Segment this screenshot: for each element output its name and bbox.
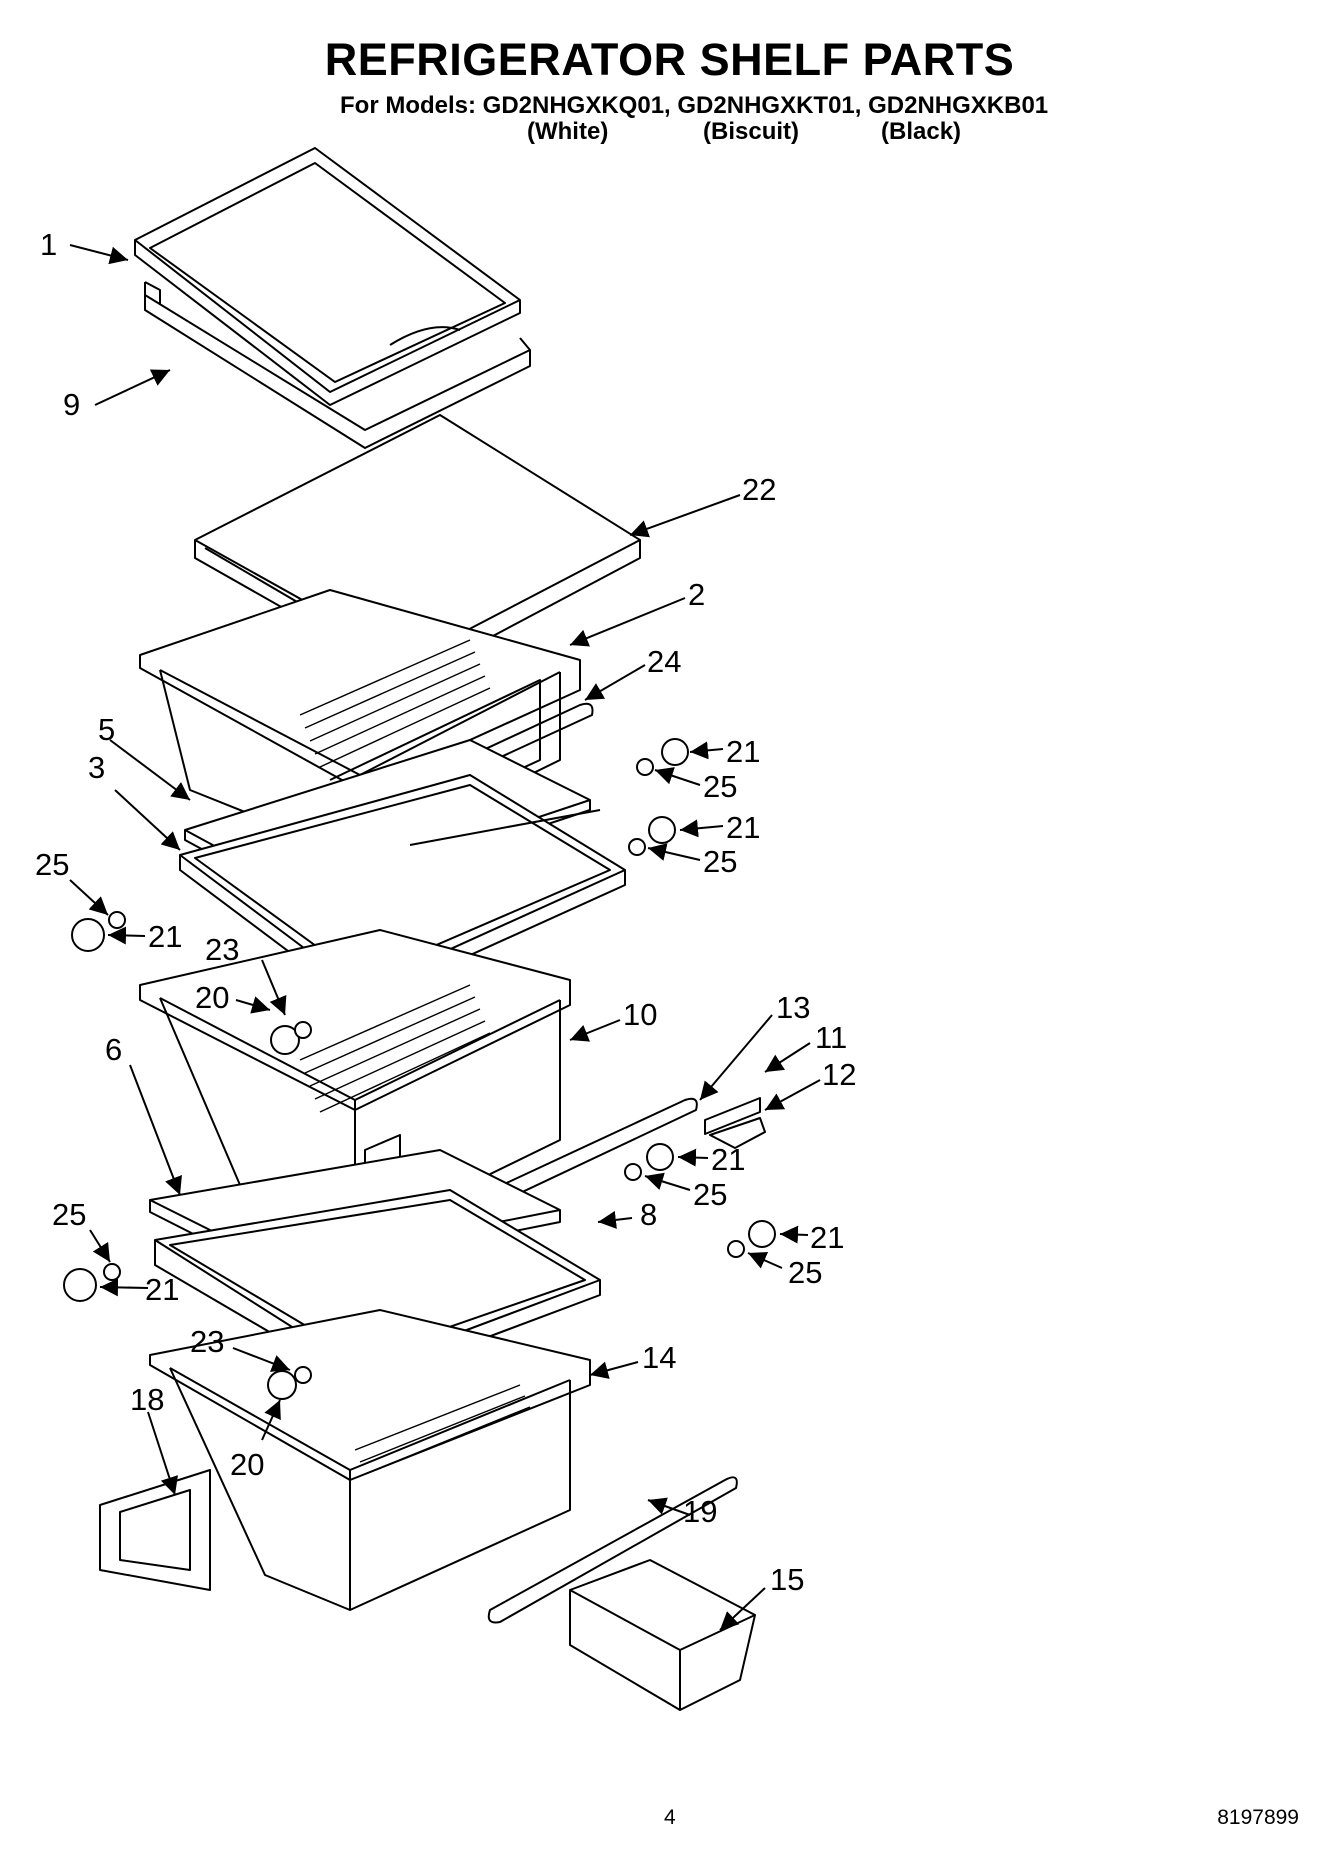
- callout-23-a: 23: [205, 932, 239, 967]
- callout-21-e: 21: [810, 1220, 844, 1255]
- callout-21-b: 21: [726, 810, 760, 845]
- callout-25-c: 25: [35, 847, 69, 882]
- hardware-21-25: [63, 738, 776, 1400]
- callout-15: 15: [770, 1562, 804, 1597]
- part-15-bin: [569, 1559, 756, 1711]
- callout-2: 2: [688, 577, 705, 612]
- callout-6: 6: [105, 1032, 122, 1067]
- callout-12: 12: [822, 1057, 856, 1092]
- callout-21-c: 21: [148, 919, 182, 954]
- callout-9: 9: [63, 387, 80, 422]
- page-title: REFRIGERATOR SHELF PARTS: [324, 34, 1015, 85]
- callout-25-e: 25: [788, 1255, 822, 1290]
- callout-11: 11: [815, 1020, 847, 1055]
- part-11-clip: [704, 1097, 761, 1135]
- callout-8: 8: [640, 1197, 657, 1232]
- callout-13: 13: [776, 990, 810, 1025]
- part-1-glass-shelf: [134, 147, 521, 406]
- callout-20-b: 20: [230, 1447, 264, 1482]
- callout-3: 3: [88, 750, 105, 785]
- callout-5: 5: [98, 712, 115, 747]
- color-white: (White): [527, 118, 609, 145]
- part-18-label: [99, 1469, 211, 1591]
- part-14-bottom-drawer: [149, 1309, 591, 1611]
- document-number: 8197899: [1217, 1806, 1299, 1829]
- callout-23-b: 23: [190, 1324, 224, 1359]
- callout-1: 1: [40, 227, 57, 262]
- callout-21-d: 21: [711, 1142, 745, 1177]
- page-number: 4: [664, 1806, 676, 1829]
- callout-24: 24: [647, 644, 681, 679]
- models-line: For Models: GD2NHGXKQ01, GD2NHGXKT01, GD…: [340, 92, 1049, 119]
- callout-22: 22: [742, 472, 776, 507]
- callout-25-f: 25: [52, 1197, 86, 1232]
- callout-25-b: 25: [703, 844, 737, 879]
- callout-21-a: 21: [726, 734, 760, 769]
- callout-25-d: 25: [693, 1177, 727, 1212]
- callout-10: 10: [623, 997, 657, 1032]
- callout-19: 19: [683, 1494, 717, 1529]
- part-12-clip: [709, 1117, 766, 1149]
- callout-25-a: 25: [703, 769, 737, 804]
- callout-14: 14: [642, 1340, 676, 1375]
- callout-20-a: 20: [195, 980, 229, 1015]
- color-black: (Black): [881, 118, 962, 145]
- part-9-shelf-frame: [144, 281, 531, 449]
- callout-21-f: 21: [145, 1272, 179, 1307]
- callout-18: 18: [130, 1382, 164, 1417]
- part-19-rail: [487, 1476, 738, 1624]
- color-biscuit: (Biscuit): [703, 118, 799, 145]
